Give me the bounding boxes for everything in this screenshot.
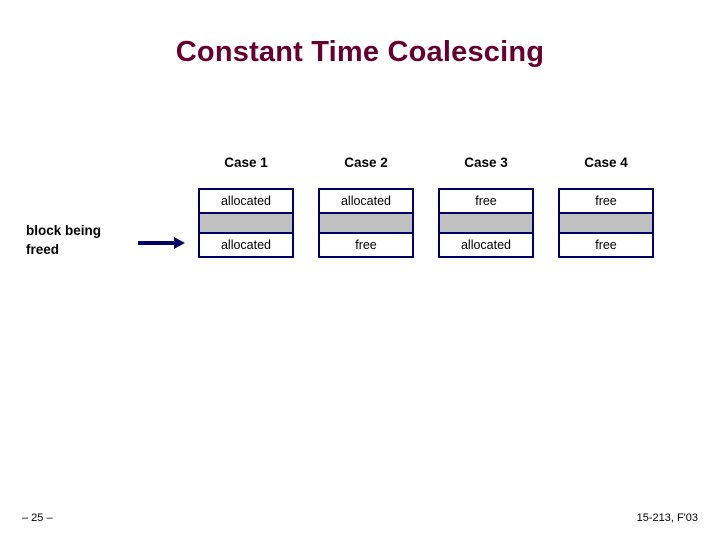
case-boxes-row: allocated allocated allocated free free … <box>186 188 666 258</box>
case-box-1: allocated allocated <box>198 188 294 258</box>
case-box-2: allocated free <box>318 188 414 258</box>
case-box-3: free allocated <box>438 188 534 258</box>
case-4-bottom-block: free <box>560 234 652 256</box>
case-column-4: free free <box>546 188 666 258</box>
slide-number: – 25 – <box>22 512 53 524</box>
case-column-3: free allocated <box>426 188 546 258</box>
case-header-1: Case 1 <box>224 155 268 170</box>
cases-diagram: Case 1 Case 2 Case 3 Case 4 allocated al… <box>186 155 666 258</box>
case-3-bottom-block: allocated <box>440 234 532 256</box>
case-headers-row: Case 1 Case 2 Case 3 Case 4 <box>186 155 666 170</box>
block-being-freed-label: block being freed <box>26 221 146 259</box>
case-4-top-block: free <box>560 190 652 212</box>
case-2-freed-block <box>320 212 412 234</box>
case-header-4: Case 4 <box>584 155 628 170</box>
case-3-top-block: free <box>440 190 532 212</box>
block-being-freed-label-line2: freed <box>26 242 60 257</box>
case-3-freed-block <box>440 212 532 234</box>
case-4-freed-block <box>560 212 652 234</box>
block-being-freed-label-line1: block being <box>26 223 102 238</box>
case-1-bottom-block: allocated <box>200 234 292 256</box>
case-1-top-block: allocated <box>200 190 292 212</box>
arrow-head <box>174 237 185 249</box>
case-box-4: free free <box>558 188 654 258</box>
right-arrow-icon <box>138 237 185 249</box>
case-2-bottom-block: free <box>320 234 412 256</box>
case-column-2: allocated free <box>306 188 426 258</box>
case-2-top-block: allocated <box>320 190 412 212</box>
page-title: Constant Time Coalescing <box>175 36 545 68</box>
case-1-freed-block <box>200 212 292 234</box>
case-header-3: Case 3 <box>464 155 508 170</box>
course-footer: 15-213, F'03 <box>636 512 698 524</box>
case-column-1: allocated allocated <box>186 188 306 258</box>
arrow-shaft <box>138 241 176 245</box>
case-header-2: Case 2 <box>344 155 388 170</box>
